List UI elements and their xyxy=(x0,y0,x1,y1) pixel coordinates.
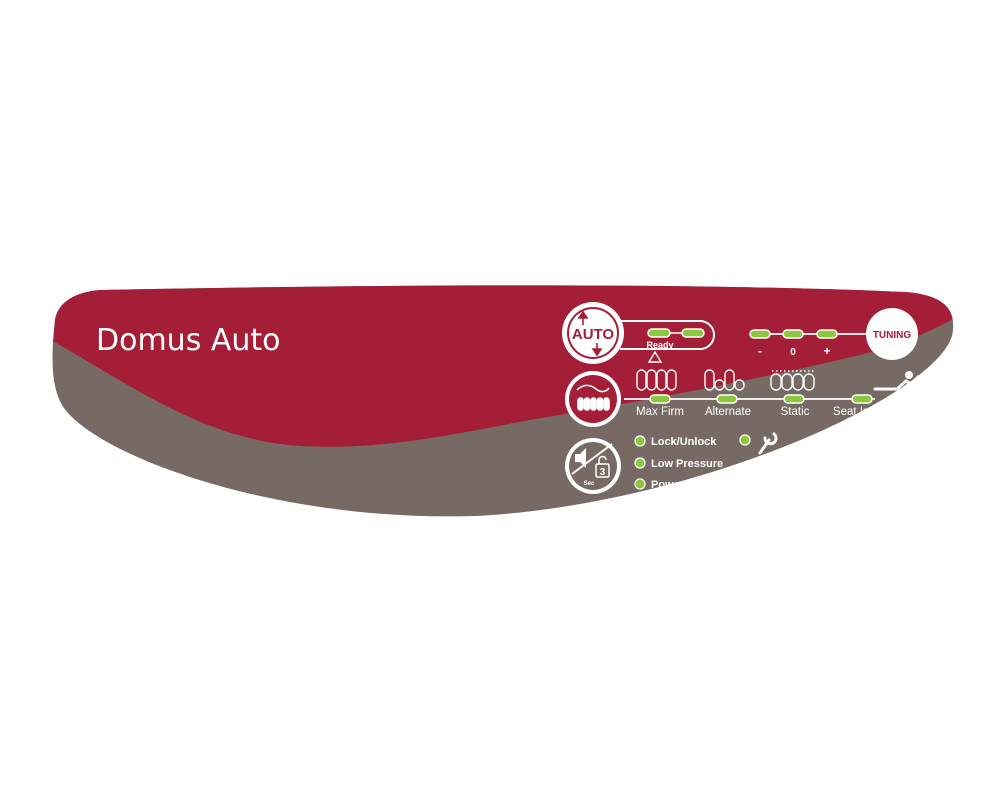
alternate-cells-icon xyxy=(704,369,745,391)
mode-label-alternate: Alternate xyxy=(705,406,751,418)
auto-section xyxy=(620,320,715,350)
power-failure-led xyxy=(634,478,646,490)
mode-alternate[interactable]: Alternate xyxy=(704,369,751,418)
lock-unlock-led xyxy=(634,435,646,447)
mattress-wave-icon xyxy=(576,384,610,411)
tuning-led-zero xyxy=(782,329,804,339)
ready-capsule-outline xyxy=(620,320,715,350)
tuning-level-zero: 0 xyxy=(790,347,796,358)
mute-lock-button[interactable]: 3 Sec xyxy=(565,438,621,494)
seat-inflate-led xyxy=(851,394,873,404)
indicator-label-power-failure: Power Failure xyxy=(651,479,723,491)
indicator-label-low-pressure: Low Pressure xyxy=(651,458,723,470)
mode-label-static: Static xyxy=(781,406,810,418)
static-led xyxy=(783,394,805,404)
alarm-indicators: Lock/Unlock Low Pressure Power Failure xyxy=(634,432,778,491)
auto-button-label: AUTO xyxy=(572,326,615,343)
mode-label-seat-inflate: Seat Inflate xyxy=(833,406,891,418)
mute-lock-icon xyxy=(571,443,613,478)
low-pressure-led xyxy=(634,457,646,469)
max-firm-cells-icon xyxy=(636,350,677,391)
product-title: Domus Auto xyxy=(96,323,281,358)
indicator-label-lock-unlock: Lock/Unlock xyxy=(651,436,717,448)
mode-max-firm[interactable]: Max Firm xyxy=(636,350,684,418)
mode-button[interactable] xyxy=(565,371,621,427)
hold-seconds-unit: Sec xyxy=(584,481,595,487)
tuning-level-minus: - xyxy=(758,344,762,358)
tuning-button-label: TUNING xyxy=(873,330,912,341)
tuning-button[interactable]: TUNING xyxy=(866,308,918,360)
ready-led-1 xyxy=(647,328,671,338)
service-led xyxy=(739,434,751,446)
ready-led-2 xyxy=(681,328,705,338)
panel-background xyxy=(52,285,954,517)
mode-static[interactable]: Static xyxy=(770,370,816,418)
panel-red-shape xyxy=(52,285,954,447)
hold-seconds-value: 3 xyxy=(600,467,606,478)
ready-leds: Ready xyxy=(646,328,705,350)
tuning-led-plus xyxy=(816,329,838,339)
mode-seat-inflate[interactable]: Seat Inflate xyxy=(833,371,922,418)
max-firm-led xyxy=(649,394,671,404)
wrench-icon xyxy=(758,432,778,455)
mode-label-max-firm: Max Firm xyxy=(636,406,684,418)
modes-section: Max Firm Alternate Static xyxy=(624,350,922,418)
tuning-section: - 0 + xyxy=(749,329,868,358)
seat-inflate-icon xyxy=(873,371,922,397)
ready-label: Ready xyxy=(646,340,673,350)
up-down-arrows-icon xyxy=(577,310,603,357)
auto-button[interactable]: AUTO xyxy=(562,302,624,364)
static-cells-icon xyxy=(770,370,816,391)
alternate-led xyxy=(716,394,738,404)
tuning-level-plus: + xyxy=(823,344,830,358)
tuning-led-minus xyxy=(749,329,771,339)
